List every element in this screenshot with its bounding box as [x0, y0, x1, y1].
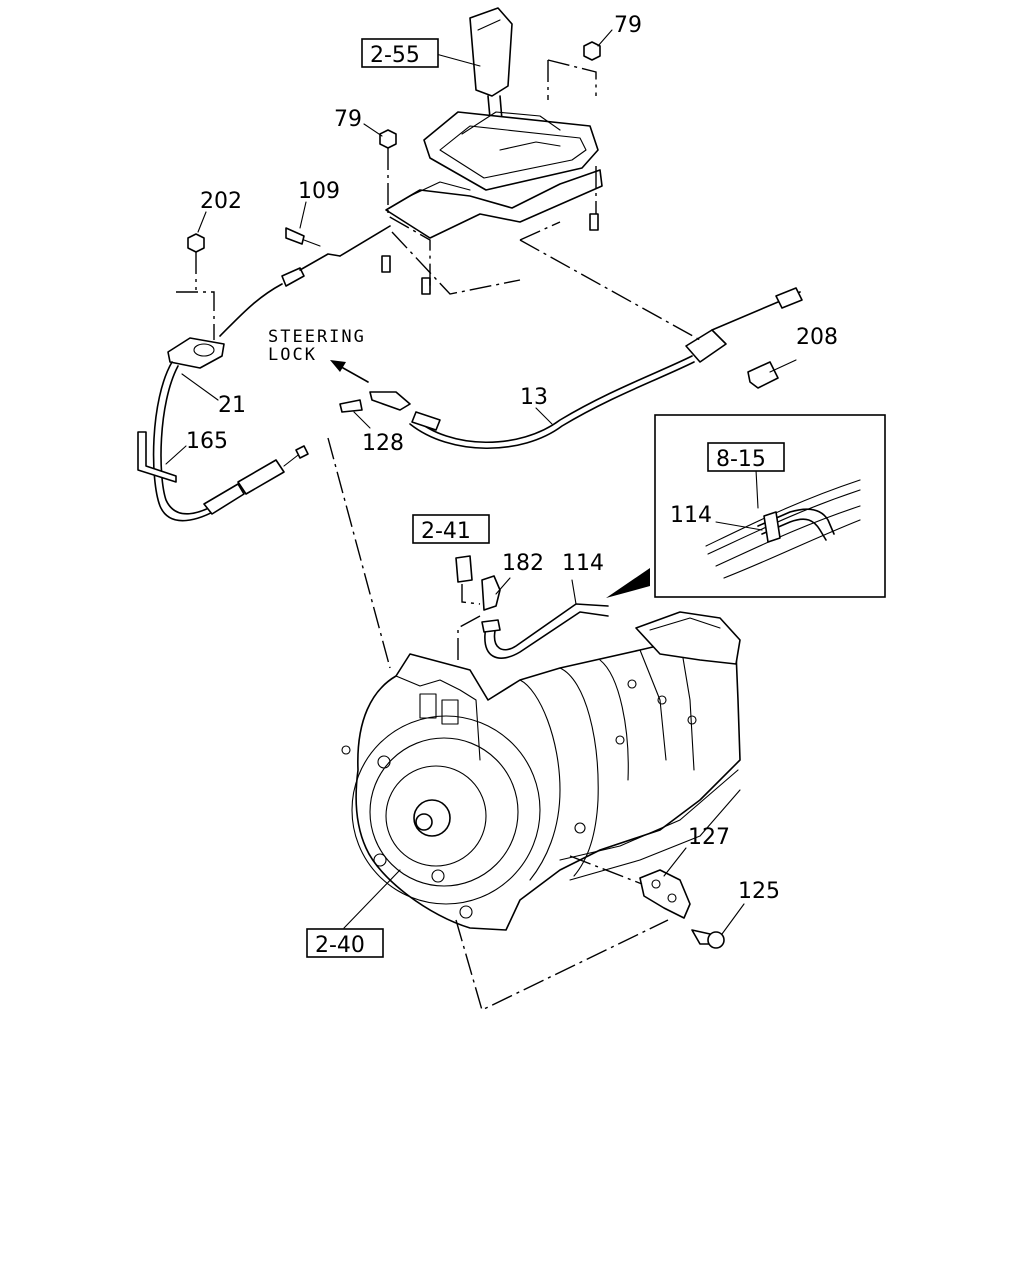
- ref-8-15: 8-15: [716, 447, 766, 472]
- ref-2-40: 2-40: [315, 933, 365, 958]
- ref-box-2-55: [361, 38, 439, 68]
- callout-127: 127: [688, 825, 730, 850]
- callout-114-inset: 114: [670, 503, 712, 528]
- callout-165: 165: [186, 429, 228, 454]
- callout-114-main: 114: [562, 551, 604, 576]
- callout-13: 13: [520, 385, 548, 410]
- callout-202: 202: [200, 189, 242, 214]
- callout-208: 208: [796, 325, 838, 350]
- callout-125: 125: [738, 879, 780, 904]
- steering-lock-label-line2: LOCK: [268, 345, 317, 365]
- transmission-assembly: [327, 437, 745, 1011]
- shift-cable-left-assembly: [137, 225, 391, 522]
- ref-box-8-15: [707, 442, 785, 472]
- callout-182: 182: [502, 551, 544, 576]
- shift-cable-13-assembly: [330, 239, 803, 450]
- callout-128: 128: [362, 431, 404, 456]
- steering-lock-label-line1: STEERING: [268, 327, 366, 347]
- callout-109: 109: [298, 179, 340, 204]
- inset-pointer: [606, 568, 650, 598]
- ref-box-2-41: [412, 514, 490, 544]
- shift-lever-assembly: [379, 7, 603, 295]
- ref-box-2-40: [306, 928, 384, 958]
- callout-79-upper: 79: [614, 13, 642, 38]
- callout-21: 21: [218, 393, 246, 418]
- ref-2-41: 2-41: [421, 519, 471, 544]
- ref-2-55: 2-55: [370, 43, 420, 68]
- callout-79-lower: 79: [334, 107, 362, 132]
